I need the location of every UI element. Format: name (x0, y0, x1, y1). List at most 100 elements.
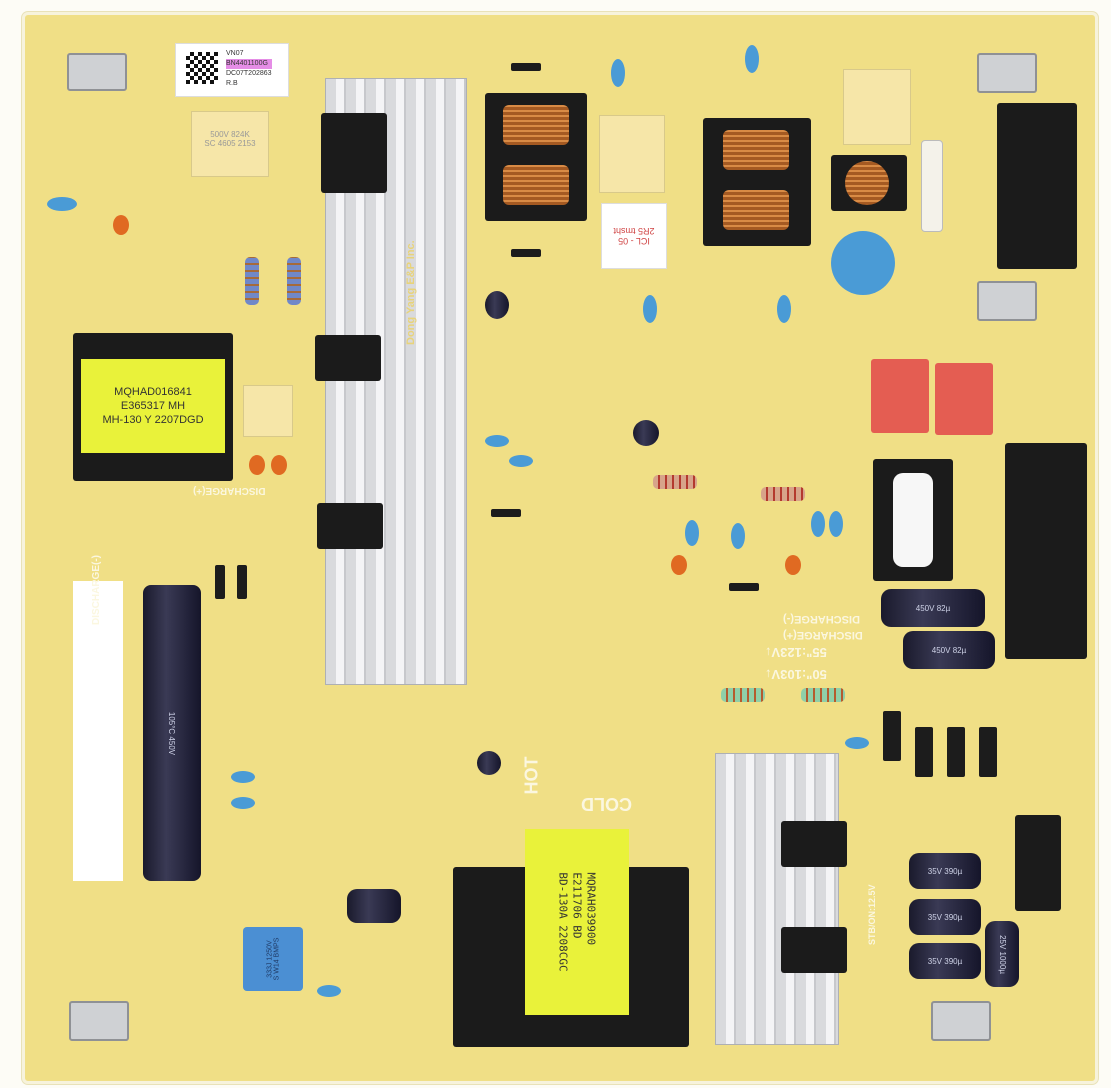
cap-rating: 450V 82µ (931, 645, 967, 655)
y-capacitor: 333J 1250V S W14 BMPS (243, 927, 303, 991)
film-cap-code: SC 4605 2153 (204, 139, 256, 148)
bulk-capacitor: 105°C 450V (143, 585, 201, 881)
output-transformer-line1: MQRAH039900 (585, 872, 598, 946)
ceramic-capacitor (611, 59, 625, 87)
ceramic-capacitor (643, 295, 657, 323)
diode (491, 509, 521, 517)
ceramic-capacitor (731, 523, 745, 549)
discharge-vertical-label: DISCHARGE(-) (91, 555, 102, 625)
diode (915, 727, 933, 777)
sticker-line4: R.B (226, 80, 238, 87)
transformer-line1: MQHAD016841 (114, 386, 192, 398)
toroid-choke (831, 155, 907, 211)
mount-pad (931, 1001, 991, 1041)
output-transformer-line2: E211706 BD (571, 872, 584, 939)
icl-label2: 2R5 tmsht (613, 226, 655, 236)
film-capacitor (243, 385, 293, 437)
x-capacitor (599, 115, 665, 193)
inrush-limiter: ICL - 05 2R5 tmsht (601, 203, 667, 269)
diode (883, 711, 901, 761)
cap-rating: 35V 390µ (927, 956, 963, 966)
transformer-label: MQHAD016841 E365317 MH MH-130 Y 2207DGD (81, 359, 225, 453)
standby-transformer (873, 459, 953, 581)
ceramic-capacitor (845, 737, 869, 749)
ceramic-capacitor (829, 511, 843, 537)
resistor (245, 257, 259, 305)
mount-pad (69, 1001, 129, 1041)
fuse (921, 140, 943, 232)
pcb-board: VN07 BN4401100G DC07T202863 R.B 500V 824… (22, 12, 1098, 1084)
mosfet (315, 335, 381, 381)
discharge-plus-label: DISCHARGE(+) (783, 629, 863, 641)
red-film-capacitor (935, 363, 993, 435)
mosfet (321, 113, 387, 193)
small-electrolytic (633, 420, 659, 446)
resistor (287, 257, 301, 305)
electrolytic-capacitor: 450V 82µ (881, 589, 985, 627)
ceramic-capacitor (317, 985, 341, 997)
electrolytic-capacitor: 450V 82µ (903, 631, 995, 669)
diode (237, 565, 247, 599)
secondary-heatsink (715, 753, 839, 1045)
ceramic-capacitor (485, 435, 509, 447)
ceramic-capacitor (271, 455, 287, 475)
resistor (801, 688, 845, 702)
diode (511, 249, 541, 257)
ceramic-capacitor (249, 455, 265, 475)
diode (215, 565, 225, 599)
ceramic-capacitor (231, 771, 255, 783)
resistor (653, 475, 697, 489)
electrolytic-capacitor (347, 889, 401, 923)
output-transformer-label: MQRAH039900 E211706 BD BD-130A 2208CGC (525, 829, 629, 1015)
ceramic-capacitor (811, 511, 825, 537)
standby-voltage-label: STB/ON:12.5V (867, 884, 877, 945)
voltage-50-label: 50":103V↓ (765, 667, 827, 682)
output-transformer-line3: BD-130A 2208CGC (557, 872, 570, 972)
serial-sticker: VN07 BN4401100G DC07T202863 R.B (175, 43, 289, 97)
sticker-line1: VN07 (226, 50, 244, 57)
rectifier (781, 927, 847, 973)
y-cap-rating: 333J 1250V (265, 940, 273, 978)
rectifier (781, 821, 847, 867)
film-cap-rating: 500V 824K (210, 130, 250, 139)
common-mode-choke (703, 118, 811, 246)
hot-zone-label: HOT (521, 756, 542, 795)
standby-connector (1015, 815, 1061, 911)
common-mode-choke (485, 93, 587, 221)
ceramic-capacitor (47, 197, 77, 211)
bulk-cap-rating: 105°C 450V (167, 711, 177, 755)
ac-input-connector (997, 103, 1077, 269)
sticker-line2: BN4401100G (226, 59, 272, 69)
cap-rating: 35V 390µ (927, 866, 963, 876)
diode (511, 63, 541, 71)
cap-rating: 450V 82µ (915, 603, 951, 613)
small-electrolytic (485, 291, 509, 319)
diode (729, 583, 759, 591)
ceramic-capacitor (777, 295, 791, 323)
ceramic-capacitor (671, 555, 687, 575)
electrolytic-capacitor: 25V 1000µ (985, 921, 1019, 987)
y-cap-code: S W14 BMPS (272, 937, 280, 981)
ceramic-capacitor (785, 555, 801, 575)
ceramic-capacitor (113, 215, 129, 235)
electrolytic-capacitor: 35V 390µ (909, 943, 981, 979)
mount-pad (977, 281, 1037, 321)
sticker-line3: DC07T202863 (226, 70, 272, 77)
ceramic-capacitor (509, 455, 533, 467)
ceramic-capacitor (745, 45, 759, 73)
mount-pad (977, 53, 1037, 93)
mount-pad (67, 53, 127, 91)
icl-label1: ICL - 05 (618, 236, 650, 246)
varistor (831, 231, 895, 295)
discharge-minus-label: DISCHARGE(-) (783, 613, 860, 625)
transformer-line3: MH-130 Y 2207DGD (102, 414, 204, 426)
x-capacitor (843, 69, 911, 145)
discharge-left-label: DISCHARGE(+) (193, 485, 266, 496)
voltage-55-label: 55":123V↓ (765, 645, 827, 660)
film-capacitor: 500V 824K SC 4605 2153 (191, 111, 269, 177)
discharge-zone (73, 581, 123, 881)
resistor (761, 487, 805, 501)
ceramic-capacitor (685, 520, 699, 546)
red-film-capacitor (871, 359, 929, 433)
small-electrolytic (477, 751, 501, 775)
